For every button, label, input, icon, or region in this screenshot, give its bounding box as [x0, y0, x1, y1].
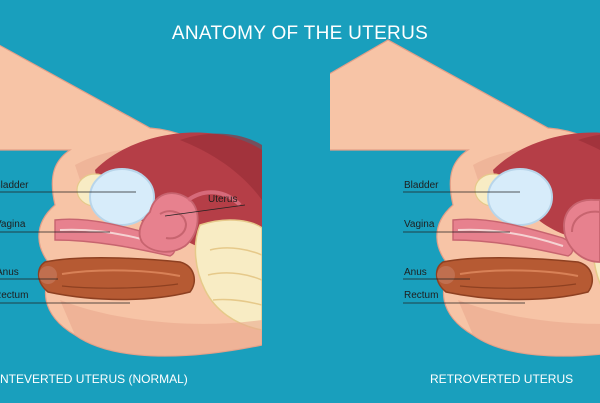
label-rectum-right: Rectum [404, 290, 439, 301]
label-vagina-left: Vagina [0, 219, 26, 230]
label-bladder-left: Bladder [0, 180, 29, 191]
leader-uterus-left [164, 204, 246, 217]
label-rectum-left: Rectum [0, 290, 29, 301]
caption-retroverted: RETROVERTED UTERUS [430, 372, 574, 386]
caption-anteverted: ANTEVERTED UTERUS (NORMAL) [0, 372, 188, 386]
label-uterus-left: Uterus [208, 194, 238, 205]
label-vagina-right: Vagina [404, 219, 435, 230]
label-anus-left: Anus [0, 267, 19, 278]
label-anus-right: Anus [404, 267, 427, 278]
label-bladder-right: Bladder [404, 180, 439, 191]
page-title: ANATOMY OF THE UTERUS [171, 23, 429, 44]
